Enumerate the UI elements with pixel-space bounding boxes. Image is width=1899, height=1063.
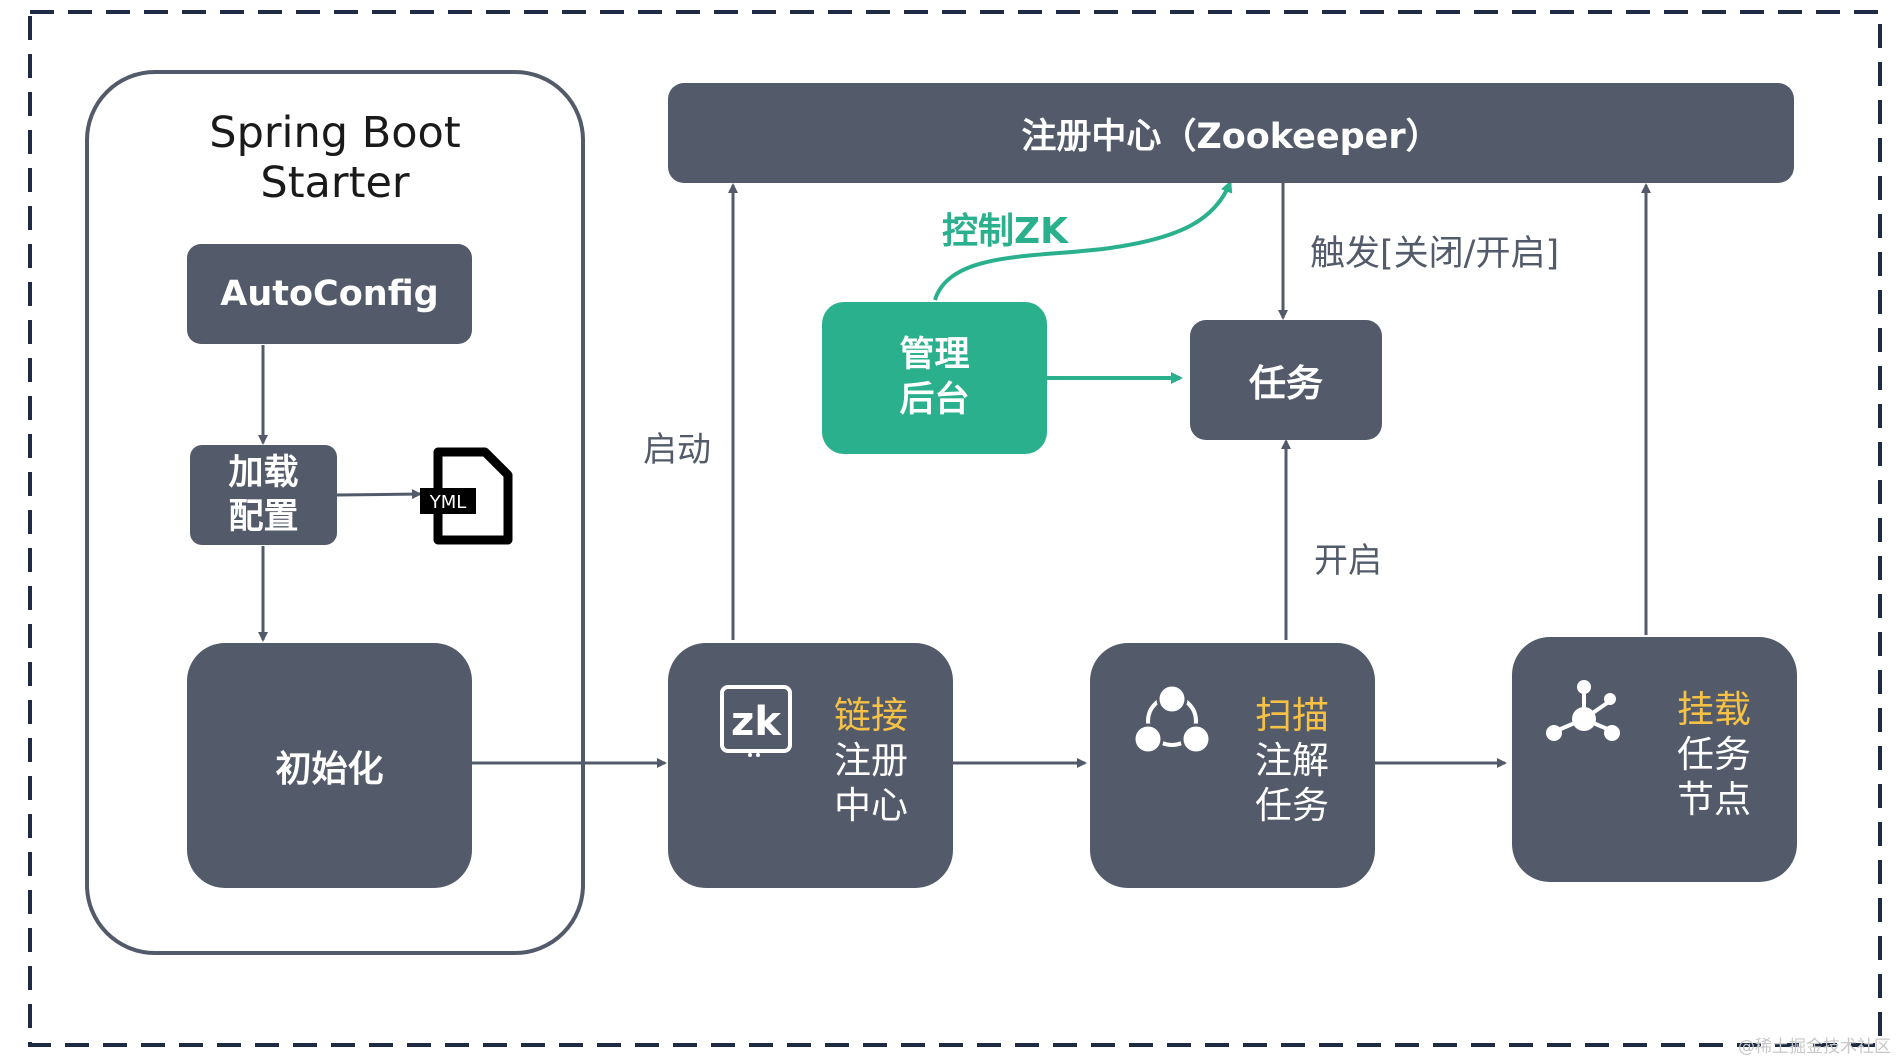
scan-rest: 注解 任务 xyxy=(1255,739,1329,827)
registry-label: 注册中心（Zookeeper） xyxy=(1021,116,1441,157)
outer-dashed-border xyxy=(28,10,1882,1047)
autoconfig-label: AutoConfig xyxy=(220,274,439,314)
starter-group-frame xyxy=(85,70,585,955)
mount-rest: 任务 节点 xyxy=(1677,733,1751,821)
watermark: @稀土掘金技术社区 xyxy=(1738,1037,1891,1057)
starter-title: Spring Boot Starter xyxy=(209,108,461,208)
init-node: 初始化 xyxy=(187,643,472,888)
load-config-label: 加载 配置 xyxy=(228,453,299,537)
connect-rest: 注册 中心 xyxy=(834,739,908,827)
connect-highlight: 链接 xyxy=(834,694,908,737)
mount-highlight: 挂载 xyxy=(1677,688,1751,731)
node-graph-icon xyxy=(1546,680,1620,741)
connect-registry-node: zk 链接 注册 中心 xyxy=(668,643,953,888)
admin-label: 管理 后台 xyxy=(899,335,970,420)
control-zk-label: 控制ZK xyxy=(942,211,1069,252)
autoconfig-node: AutoConfig xyxy=(187,244,472,344)
network-triangle-icon xyxy=(1132,683,1212,755)
admin-node: 管理 后台 xyxy=(822,302,1047,454)
scan-annotation-text: 扫描 注解 任务 xyxy=(1255,693,1329,828)
zookeeper-icon: zk xyxy=(720,685,792,757)
load-config-node: 加载 配置 xyxy=(190,445,337,545)
scan-annotation-node: 扫描 注解 任务 xyxy=(1090,643,1375,888)
yml-file-icon: YML xyxy=(420,447,513,545)
mount-task-text: 挂载 任务 节点 xyxy=(1677,687,1751,822)
connect-registry-text: 链接 注册 中心 xyxy=(834,693,908,828)
open-label: 开启 xyxy=(1314,541,1382,581)
mount-task-node: 挂载 任务 节点 xyxy=(1512,637,1797,882)
start-label: 启动 xyxy=(643,430,711,470)
scan-highlight: 扫描 xyxy=(1255,694,1329,737)
task-node: 任务 xyxy=(1190,320,1382,440)
yml-icon-label: YML xyxy=(429,492,467,513)
arrow-admin-to-registry xyxy=(933,180,1233,301)
init-label: 初始化 xyxy=(275,748,384,790)
zk-icon-text: zk xyxy=(731,699,782,745)
trigger-label: 触发[关闭/开启] xyxy=(1310,234,1560,274)
arrow-load-to-yml xyxy=(336,489,422,500)
task-label: 任务 xyxy=(1249,362,1323,405)
registry-bar: 注册中心（Zookeeper） xyxy=(668,83,1794,183)
